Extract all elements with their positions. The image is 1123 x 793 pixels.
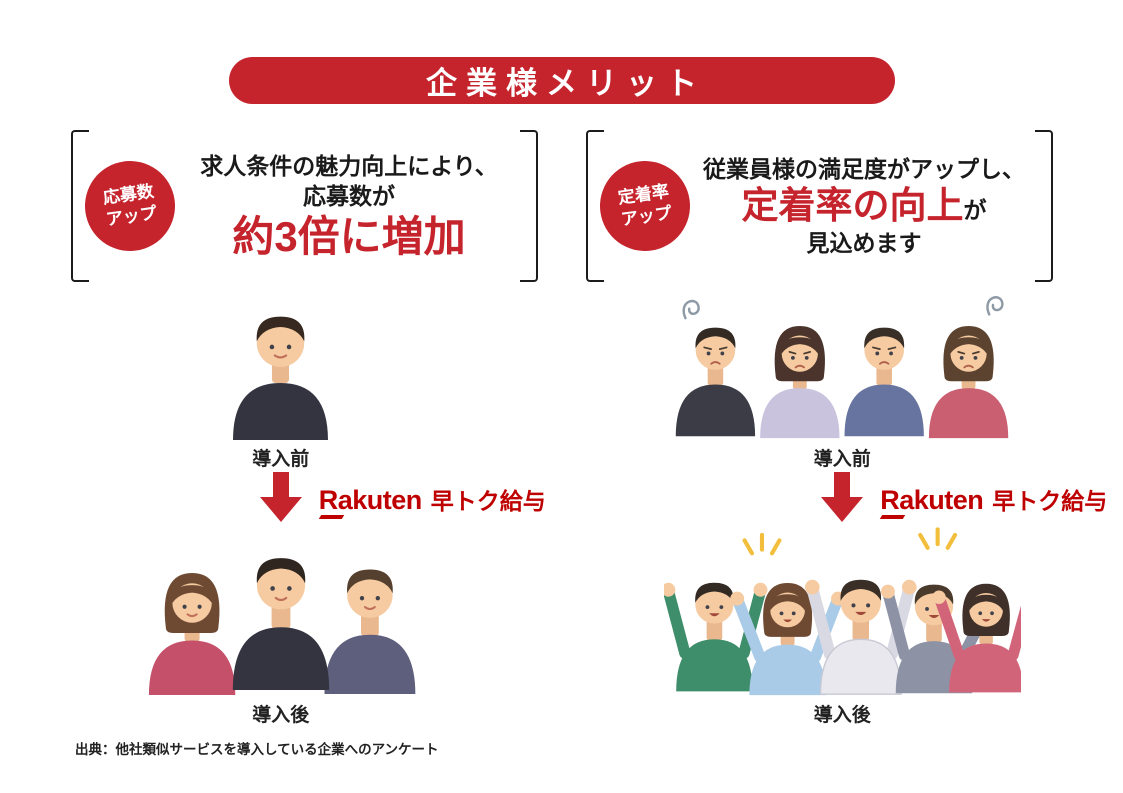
after-illustration-left	[118, 524, 444, 696]
person-figure	[324, 569, 416, 694]
person-figure	[232, 558, 329, 691]
stage-label-before: 導入前	[813, 449, 871, 470]
person-figure	[760, 326, 840, 439]
benefit-panel-applications: 応募数 アップ 求人条件の魅力向上により、 応募数が 約3倍に増加	[70, 130, 538, 282]
panel-highlight-suffix: が	[963, 197, 987, 224]
panel-text-line: 求人条件の魅力向上により、	[200, 152, 498, 179]
cheering-employees-illustration	[663, 527, 1021, 696]
panel-highlight-text: 約3倍に増加	[232, 212, 466, 260]
panel-text-line: 従業員様の満足度がアップし、	[703, 155, 1025, 182]
transition-row: Rakuten 早トク給与	[562, 470, 1123, 524]
illustration-columns: 導入前 Rakuten 早トク給与	[0, 288, 1123, 726]
product-name-text: 早トク給与	[992, 488, 1108, 514]
person-figure	[844, 327, 925, 437]
stage-label-after: 導入後	[252, 705, 310, 726]
before-illustration-right	[659, 288, 1025, 440]
title-banner: 企業様メリット	[228, 57, 895, 104]
benefit-panel-retention: 定着率 アップ 従業員様の満足度がアップし、 定着率の向上が 見込めます	[585, 130, 1053, 282]
frustration-squiggle-icon	[682, 296, 1004, 320]
panel-text-block: 従業員様の満足度がアップし、 定着率の向上が 見込めます	[586, 130, 1053, 282]
stage-label-before: 導入前	[252, 449, 310, 470]
rakuten-brand-text: Rakuten	[318, 485, 423, 515]
panel-text-line: 見込めます	[806, 229, 922, 256]
sparkle-icon	[742, 527, 957, 556]
down-arrow-icon	[821, 472, 864, 522]
benefit-panels: 応募数 アップ 求人条件の魅力向上により、 応募数が 約3倍に増加 定着率 アッ…	[0, 130, 1123, 282]
rakuten-hayatoku-logo: Rakuten 早トク給与	[319, 482, 546, 516]
panel-highlight-text: 定着率の向上	[741, 185, 964, 227]
person-figure	[676, 327, 756, 437]
three-applicants-illustration	[148, 558, 416, 695]
retention-column: 導入前 Rakuten 早トク給与	[562, 288, 1123, 726]
rakuten-brand-text: Rakuten	[880, 485, 984, 515]
rakuten-hayatoku-logo: Rakuten 早トク給与	[880, 482, 1107, 516]
person-figure	[233, 316, 329, 440]
after-illustration-right	[663, 524, 1021, 696]
product-name-text: 早トク給与	[430, 488, 546, 514]
panel-text-block: 求人条件の魅力向上により、 応募数が 約3倍に増加	[71, 130, 538, 282]
person-figure	[932, 583, 1021, 693]
person-figure	[148, 572, 236, 695]
before-illustration-left	[195, 288, 366, 440]
person-figure	[929, 326, 1009, 439]
single-applicant-illustration	[233, 316, 329, 440]
panel-highlight-row: 定着率の向上が	[742, 184, 987, 228]
applications-column: 導入前 Rakuten 早トク給与	[0, 288, 562, 726]
page-title: 企業様メリット	[426, 66, 706, 101]
panel-text-line: 応募数が	[303, 183, 395, 210]
transition-row: Rakuten 早トク給与	[0, 470, 562, 524]
unhappy-employees-illustration	[676, 296, 1009, 439]
source-note: 出典：他社類似サービスを導入している企業へのアンケート	[75, 742, 439, 757]
stage-label-after: 導入後	[813, 705, 871, 726]
down-arrow-icon	[259, 472, 302, 522]
